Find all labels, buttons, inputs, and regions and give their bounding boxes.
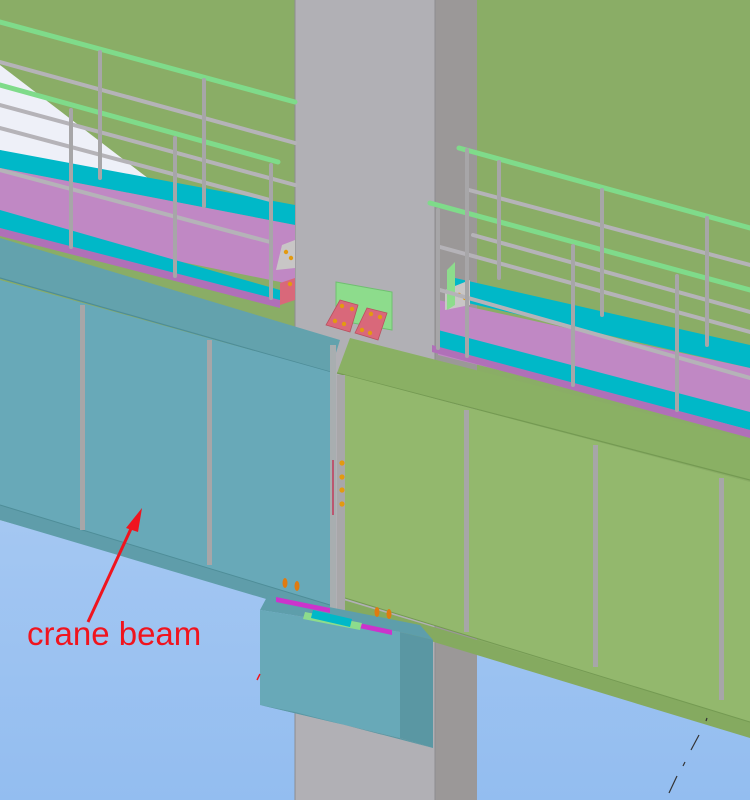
bearing-bolts xyxy=(282,578,392,619)
right-handrail xyxy=(427,145,750,412)
left-crane-beam xyxy=(0,238,340,618)
crane-beam-label: crane beam xyxy=(27,615,202,652)
right-crane-beam xyxy=(336,338,750,738)
beam-connection-cleats xyxy=(325,299,388,341)
annotation-arrow xyxy=(86,508,142,623)
construction-line xyxy=(668,717,708,794)
left-handrail xyxy=(0,19,298,300)
marker-tick xyxy=(256,673,261,681)
left-walkway-bracket xyxy=(276,240,295,305)
bearing-plates xyxy=(276,597,392,635)
right-walkway xyxy=(432,278,750,438)
